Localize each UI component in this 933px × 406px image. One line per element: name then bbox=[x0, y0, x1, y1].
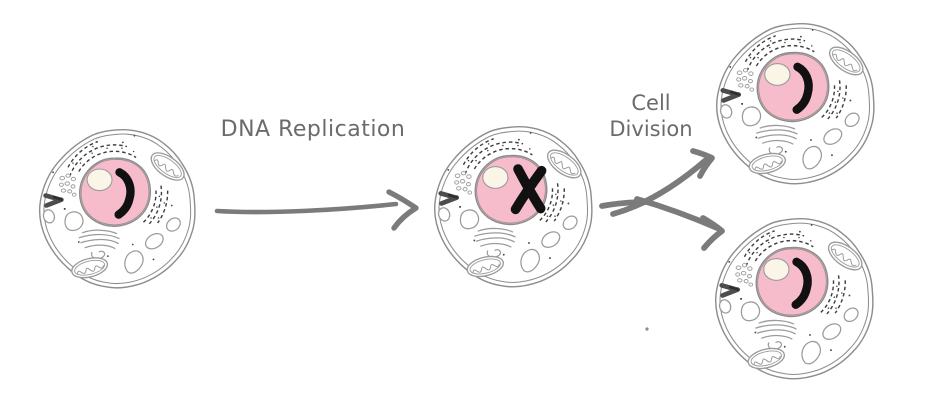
daughter-cell-top bbox=[711, 18, 879, 188]
chromosome bbox=[791, 257, 812, 309]
cell-division-label: Cell Division bbox=[599, 90, 703, 142]
chromosome bbox=[792, 62, 813, 114]
cell-division-fork-arrow bbox=[599, 148, 725, 251]
chromosome bbox=[114, 168, 135, 219]
dna-replication-label: DNA Replication bbox=[220, 117, 406, 142]
replicated-cell bbox=[426, 122, 600, 290]
stray-dot bbox=[645, 327, 649, 331]
cell-division-label-line2: Division bbox=[609, 117, 693, 141]
duplicated-chromosome bbox=[510, 164, 547, 215]
dna-replication-arrow bbox=[214, 189, 419, 231]
parent-cell bbox=[34, 124, 200, 292]
cell-division-label-line1: Cell bbox=[631, 91, 671, 115]
daughter-cell-bottom bbox=[709, 214, 879, 382]
